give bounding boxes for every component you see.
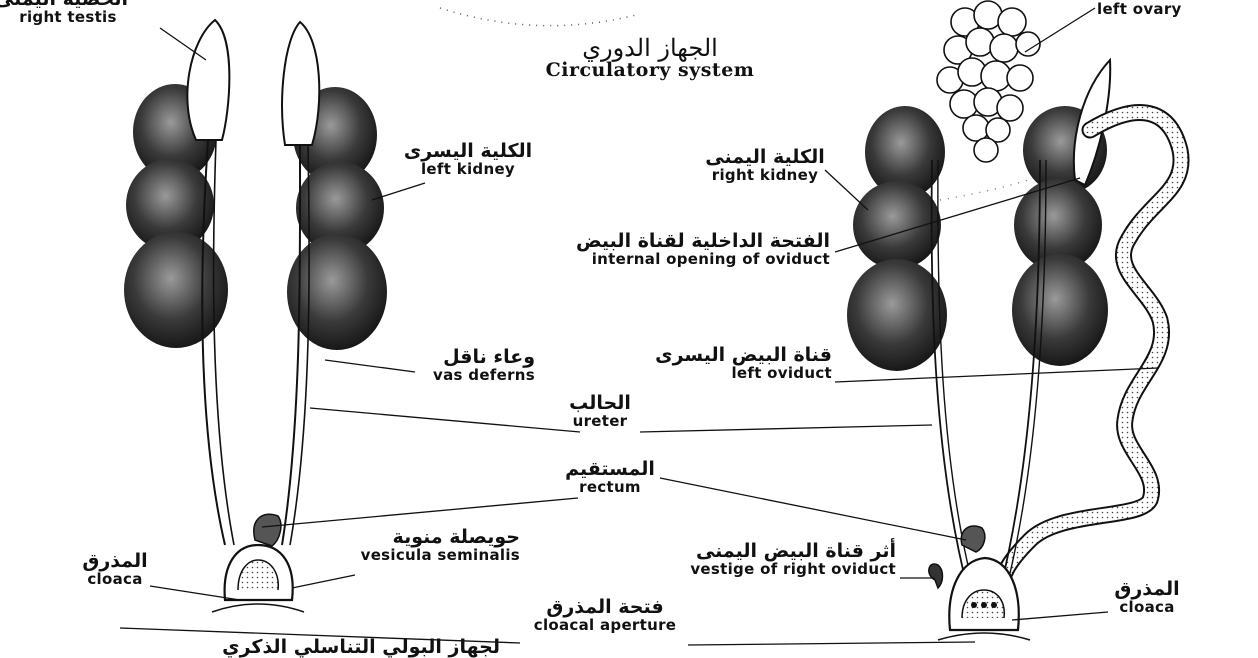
vas-deferens-label: وعاء ناقل vas deferns	[405, 348, 535, 384]
cloacal-aperture-english: cloacal aperture	[510, 618, 700, 634]
rectum-english: rectum	[560, 480, 660, 496]
vestige-right-oviduct	[929, 564, 943, 588]
right-kidney-label: الكلية اليمنى right kidney	[700, 148, 830, 184]
left-oviduct-arabic: قناة البيض اليسرى	[660, 346, 832, 366]
cloacal-aperture-arabic: فتحة المذرق	[510, 598, 700, 618]
left-oviduct-label: قناة البيض اليسرى left oviduct	[660, 346, 832, 382]
cloacal-aperture-label: فتحة المذرق cloacal aperture	[510, 598, 700, 634]
internal-opening-label: الفتحة الداخلية لقناة البيض internal ope…	[548, 232, 830, 268]
cloaca-right-arabic: المذرق	[1102, 580, 1192, 600]
left-ovary-english: left ovary	[1097, 2, 1182, 18]
right-kidney-arabic: الكلية اليمنى	[700, 148, 830, 168]
title-arabic: الجهاز الدوري	[520, 36, 780, 61]
cloaca-left-arabic: المذرق	[70, 552, 160, 572]
right-testis	[187, 20, 229, 140]
internal-opening-english: internal opening of oviduct	[548, 252, 830, 268]
left-kidney-arabic: الكلية اليسرى	[398, 142, 538, 162]
left-ovary-label: left ovary	[1097, 2, 1182, 18]
male-rectum	[254, 514, 281, 546]
rectum-label: المستقيم rectum	[560, 460, 660, 496]
vestige-label: أثر قناة البيض اليمنى vestige of right o…	[670, 542, 896, 578]
bottom-caption: لجهاز البولي التناسلي الذكري	[250, 638, 500, 658]
cloaca-left-label: المذرق cloaca	[70, 552, 160, 588]
title-block: الجهاز الدوري Circulatory system	[520, 36, 780, 81]
cloaca-left-english: cloaca	[70, 572, 160, 588]
cloaca-right-english: cloaca	[1102, 600, 1192, 616]
dotted-arc	[440, 8, 640, 26]
rectum-arabic: المستقيم	[560, 460, 660, 480]
vestige-english: vestige of right oviduct	[670, 562, 896, 578]
ureter-left	[214, 140, 234, 545]
bottom-caption-arabic: لجهاز البولي التناسلي الذكري	[250, 638, 500, 658]
vas-deferens-arabic: وعاء ناقل	[405, 348, 535, 368]
female-ureter-right-2	[938, 160, 974, 590]
right-testis-english: right testis	[8, 10, 128, 26]
right-testis-label: الخصية اليمنى right testis	[8, 0, 128, 26]
left-kidney-english: left kidney	[398, 162, 538, 178]
ureter-english: ureter	[560, 414, 640, 430]
vesicula-english: vesicula seminalis	[340, 548, 520, 564]
left-oviduct-english: left oviduct	[660, 366, 832, 382]
title-english: Circulatory system	[520, 61, 780, 81]
ureter-label: الحالب ureter	[560, 394, 640, 430]
left-ovary	[937, 1, 1040, 162]
left-kidney-label: الكلية اليسرى left kidney	[398, 142, 538, 178]
vesicula-arabic: حويصلة منوية	[340, 528, 520, 548]
right-kidney-english: right kidney	[700, 168, 830, 184]
vesicula-label: حويصلة منوية vesicula seminalis	[340, 528, 520, 564]
ureter-arabic: الحالب	[560, 394, 640, 414]
vas-deferens-english: vas deferns	[405, 368, 535, 384]
cloaca-right-label: المذرق cloaca	[1102, 580, 1192, 616]
left-testis	[282, 22, 319, 145]
internal-opening-arabic: الفتحة الداخلية لقناة البيض	[548, 232, 830, 252]
vestige-arabic: أثر قناة البيض اليمنى	[670, 542, 896, 562]
